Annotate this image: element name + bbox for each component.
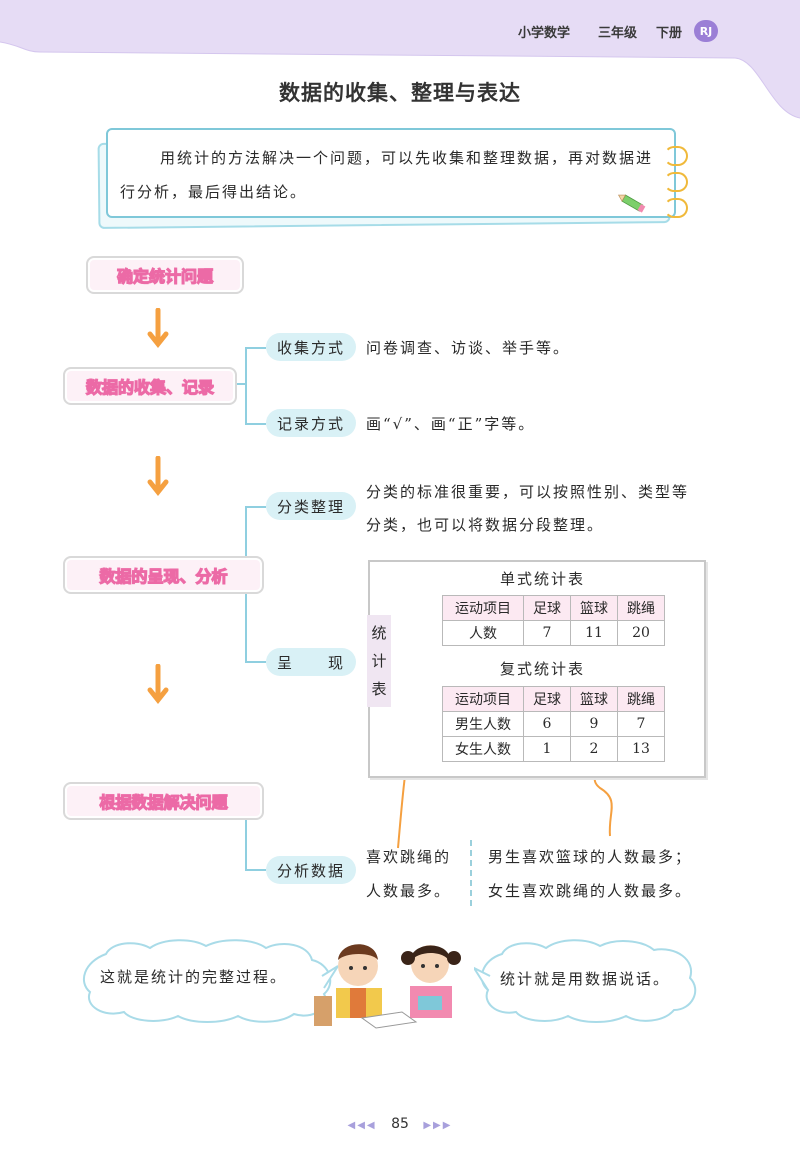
table-cell: 1: [523, 736, 571, 762]
table-row: 人数 7 11 20: [442, 620, 665, 646]
stats-tag-char: 计: [371, 652, 387, 670]
step-solve-problem: 根据数据解决问题: [63, 782, 264, 820]
notebook-ring-icon: [664, 198, 688, 218]
branch-label-classify: 分类整理: [266, 492, 356, 520]
down-arrow-icon: [147, 456, 169, 496]
page-arrows-icon: ◀◀◀: [347, 1120, 377, 1131]
analysis-divider: [470, 840, 472, 906]
down-arrow-icon: [147, 664, 169, 704]
intro-text: 用统计的方法解决一个问题，可以先收集和整理数据，再对数据进行分析，最后得出结论。: [120, 149, 654, 201]
table-cell: 6: [523, 711, 571, 737]
stats-tag-char: 统: [371, 624, 387, 642]
table-row: 运动项目 足球 篮球 跳绳: [442, 595, 665, 621]
analysis-left-line1: 喜欢跳绳的: [366, 848, 452, 866]
header-badge: RJ: [694, 20, 718, 42]
stats-tag: 统 计 表: [367, 615, 391, 707]
header-term: 下册: [656, 26, 683, 41]
branch-label-record-method: 记录方式: [266, 409, 356, 437]
table-row: 运动项目 足球 篮球 跳绳: [442, 686, 665, 712]
table-header-cell: 跳绳: [617, 686, 665, 712]
girl-illustration: [401, 945, 461, 1018]
analysis-right-line1: 男生喜欢篮球的人数最多；: [488, 848, 693, 866]
table-header-cell: 足球: [523, 595, 571, 621]
bubble-text-left: 这就是统计的完整过程。: [100, 968, 288, 986]
notebook-ring-icon: [664, 172, 688, 192]
header-grade: 三年级: [598, 26, 638, 41]
page-title: 数据的收集、整理与表达: [279, 81, 521, 105]
compound-table: 运动项目 足球 篮球 跳绳 男生人数 6 9 7 女生人数 1 2 13: [442, 686, 665, 762]
intro-box: [106, 128, 676, 218]
boy-illustration: [314, 944, 382, 1026]
page-number: ◀◀◀ 85 ▶▶▶: [347, 1116, 453, 1132]
collect-method-text: 问卷调查、访谈、举手等。: [366, 339, 571, 357]
pencil-icon: [618, 194, 646, 213]
record-method-text: 画“√”、画“正”字等。: [366, 415, 536, 433]
header-subject: 小学数学: [518, 26, 571, 41]
classify-text-line1: 分类的标准很重要，可以按照性别、类型等: [366, 483, 690, 501]
table-header-cell: 运动项目: [442, 686, 524, 712]
table-header-cell: 篮球: [570, 686, 618, 712]
single-table: 运动项目 足球 篮球 跳绳 人数 7 11 20: [442, 595, 665, 646]
table-cell: 女生人数: [442, 736, 524, 762]
table-cell: 13: [617, 736, 665, 762]
notebook-ring-icon: [664, 146, 688, 166]
table-cell: 7: [523, 620, 571, 646]
stats-tag-char: 表: [371, 680, 387, 698]
analysis-right-line2: 女生喜欢跳绳的人数最多。: [488, 882, 693, 900]
table-header-cell: 足球: [523, 686, 571, 712]
table-header-cell: 篮球: [570, 595, 618, 621]
table-header-cell: 跳绳: [617, 595, 665, 621]
classify-text-line2: 分类，也可以将数据分段整理。: [366, 516, 605, 534]
step-define-question: 确定统计问题: [86, 256, 244, 294]
children-illustration: [314, 944, 461, 1029]
table-cell: 2: [570, 736, 618, 762]
analysis-left-line2: 人数最多。: [366, 882, 452, 900]
branch-label-analyze: 分析数据: [266, 856, 356, 884]
table-cell: 男生人数: [442, 711, 524, 737]
single-table-title: 单式统计表: [496, 568, 590, 589]
compound-table-title: 复式统计表: [496, 658, 590, 679]
branch-label-present: 呈 现: [266, 648, 356, 676]
table-header-cell: 运动项目: [442, 595, 524, 621]
table-cell: 人数: [442, 620, 524, 646]
table-cell: 11: [570, 620, 618, 646]
table-cell: 20: [617, 620, 665, 646]
bubble-text-right: 统计就是用数据说话。: [500, 970, 671, 988]
branch-label-collect-method: 收集方式: [266, 333, 356, 361]
page-arrows-icon: ▶▶▶: [423, 1120, 453, 1131]
step-present-analyze: 数据的呈现、分析: [63, 556, 264, 594]
table-row: 男生人数 6 9 7: [442, 711, 665, 737]
table-cell: 9: [570, 711, 618, 737]
table-row: 女生人数 1 2 13: [442, 736, 665, 762]
step-collect-record: 数据的收集、记录: [63, 367, 237, 405]
header-band: [0, 0, 800, 119]
speech-bubble-right: [474, 939, 697, 1023]
table-cell: 7: [617, 711, 665, 737]
down-arrow-icon: [147, 308, 169, 348]
